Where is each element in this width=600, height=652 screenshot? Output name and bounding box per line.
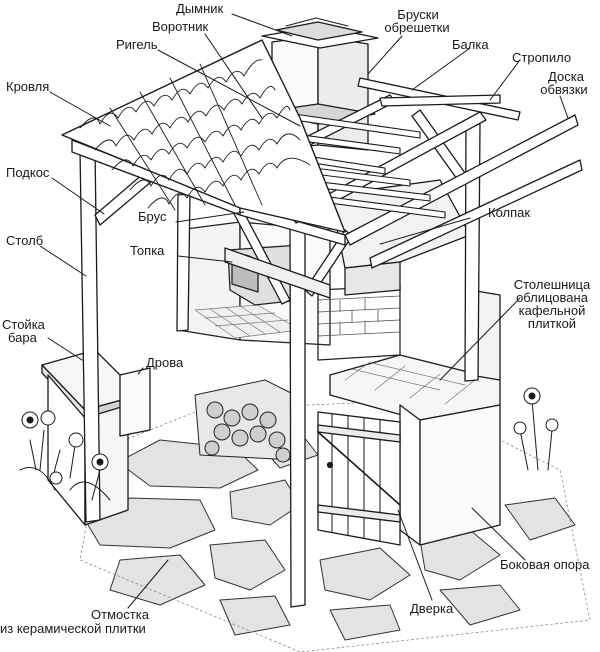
label-stoleshnitsa-3: кафельной — [518, 303, 586, 318]
paving-stones — [84, 431, 576, 641]
label-dymnik: Дымник — [176, 1, 224, 16]
label-stolb: Столб — [6, 233, 44, 248]
label-krovlya: Кровля — [6, 79, 50, 94]
leader-lines — [39, 13, 569, 609]
label-stoleshnitsa-2: облицована — [516, 290, 588, 305]
label-podkos: Подкос — [6, 165, 50, 180]
firewood-pile — [194, 379, 296, 463]
paving-outline — [79, 399, 591, 652]
label-brus: Брус — [138, 209, 167, 224]
posts — [79, 123, 481, 608]
corrugated-roof — [61, 39, 346, 233]
label-kolpak: Колпак — [488, 205, 531, 220]
beam-brus — [224, 247, 331, 299]
label-stoyka-2: бара — [8, 330, 37, 345]
label-stropilo: Стропило — [512, 50, 572, 65]
flowers-right — [513, 387, 559, 471]
flowers-left — [19, 410, 111, 501]
label-rigel: Ригель — [116, 37, 158, 52]
label-bokovaya-opora: Боковая опора — [500, 557, 590, 572]
label-vorotnik: Воротник — [152, 19, 209, 34]
label-otmostka-2: из керамической плитки — [0, 621, 146, 636]
label-topka: Топка — [130, 243, 165, 258]
label-stoleshnitsa-1: Столешница — [513, 277, 591, 292]
label-stoyka-1: Стойка — [2, 317, 45, 332]
label-doska-2: обвязки — [540, 82, 588, 97]
label-stoleshnitsa-4: плиткой — [527, 316, 577, 331]
label-balka: Балка — [452, 37, 489, 52]
label-drova: Дрова — [146, 355, 184, 370]
label-bruski-2: обрешетки — [384, 20, 450, 35]
cabinet-door — [317, 411, 401, 546]
label-bruski-1: Бруски — [397, 7, 439, 22]
label-otmostka-1: Отмостка — [91, 607, 149, 622]
label-doska-1: Доска — [548, 69, 584, 84]
label-dverka: Дверка — [410, 601, 454, 616]
